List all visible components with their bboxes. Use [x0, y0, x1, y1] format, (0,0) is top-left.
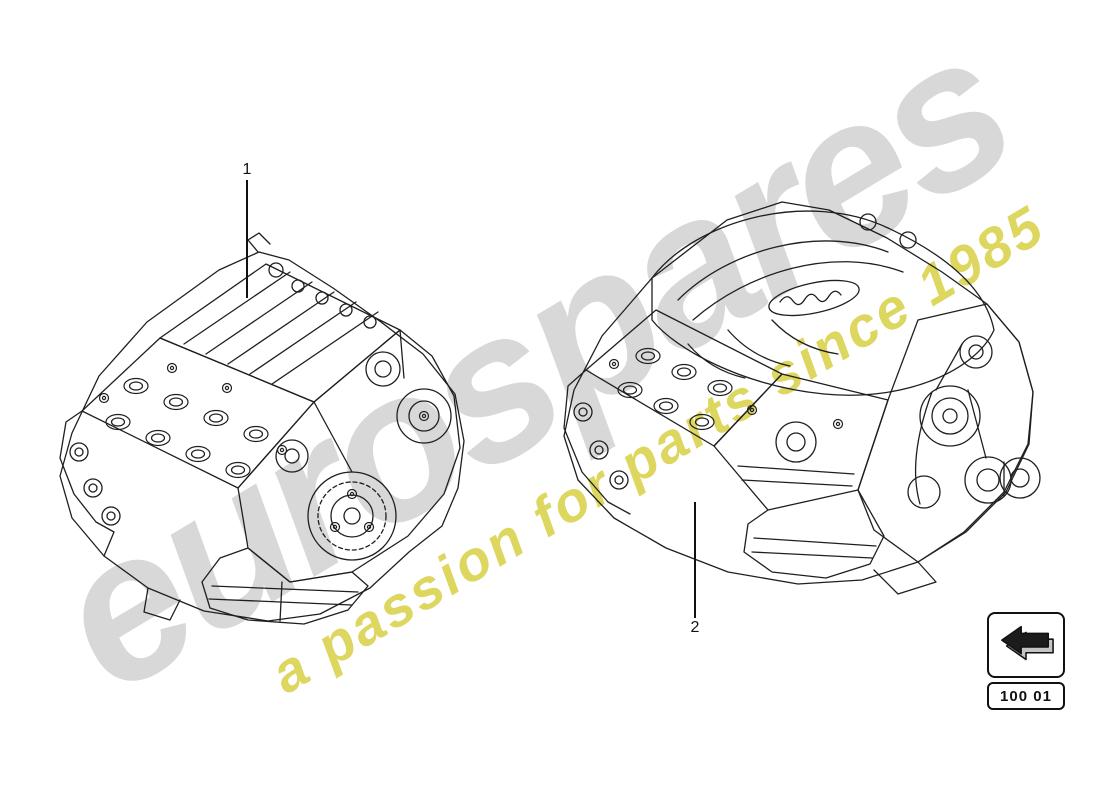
engine-short-block-drawing: [59, 232, 465, 625]
part-code: 100 01: [1000, 687, 1052, 705]
callout-2[interactable]: 2: [687, 502, 703, 638]
callout-2-label: 2: [690, 619, 700, 636]
back-arrow-icon: [1001, 625, 1054, 661]
callout-1-line: [246, 180, 248, 298]
callout-1[interactable]: 1: [239, 160, 255, 298]
callout-2-line: [694, 502, 696, 618]
back-nav-button[interactable]: [987, 612, 1065, 678]
engine-assembly-drawing: [563, 201, 1041, 595]
part-code-badge: 100 01: [987, 682, 1065, 710]
callout-1-label: 1: [242, 161, 252, 178]
